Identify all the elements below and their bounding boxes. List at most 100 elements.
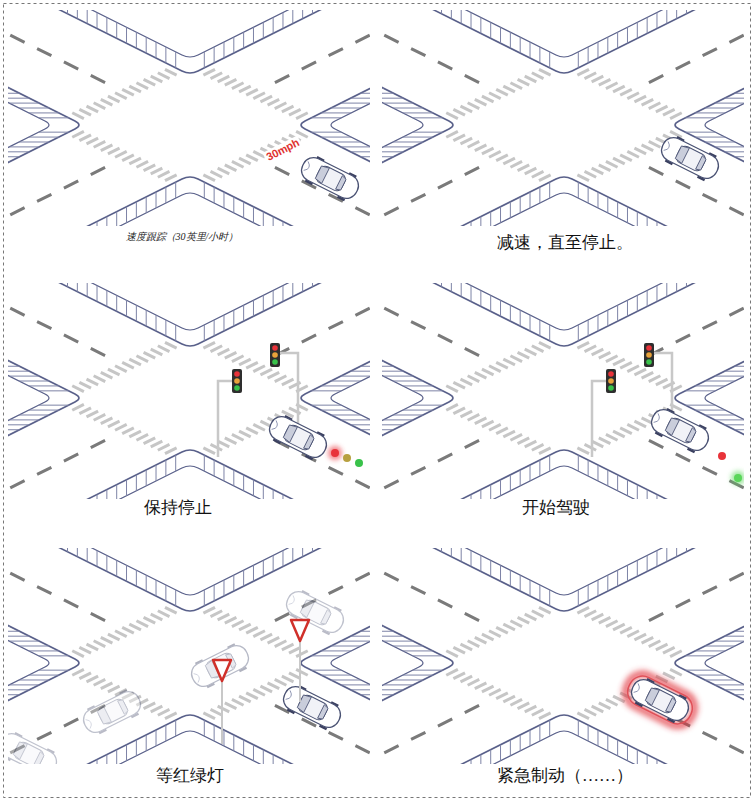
crosswalk-stripe [211, 171, 223, 177]
crosswalk-stripe [468, 679, 480, 685]
crosswalk-stripe [613, 624, 625, 630]
crosswalk-stripe [503, 624, 515, 630]
car-rear-window [696, 156, 707, 172]
crosswalk-stripe [503, 158, 515, 164]
car-cabin [314, 164, 347, 193]
signal-housing [606, 369, 616, 393]
crosswalk-stripe [72, 651, 84, 657]
sidewalk-rung [341, 684, 370, 685]
sidewalk-rung [578, 720, 579, 736]
sidewalk-rung [705, 141, 735, 142]
crosswalk-stripe [518, 352, 530, 358]
crosswalk-stripe [151, 168, 163, 174]
crosswalk-stripe [592, 168, 604, 174]
sidewalk-rung [471, 494, 472, 499]
crosswalk-stripe [165, 342, 177, 348]
signal-lamp [272, 352, 278, 358]
crosswalk-stripe [656, 106, 668, 112]
sidewalk-rung [734, 366, 744, 367]
crosswalk-stripe [144, 438, 156, 444]
crosswalk-stripe [489, 93, 501, 99]
sidewalk-rung [578, 182, 579, 198]
car-hood-line [304, 161, 312, 172]
sidewalk-rung [214, 725, 215, 741]
sidewalk-rung [8, 366, 20, 367]
sidewalk-rung [136, 32, 137, 48]
sidewalk-rung [126, 300, 127, 316]
car-body [298, 154, 362, 202]
crosswalk-stripe [165, 607, 177, 613]
sidewalk-rung [97, 13, 98, 29]
sidewalk-rung [8, 161, 10, 162]
crosswalk-stripe [482, 369, 494, 375]
car-icon [279, 681, 345, 733]
sidewalk-rung [725, 151, 744, 152]
crosswalk-stripe [268, 372, 280, 378]
lane-divider [275, 705, 370, 764]
lane-divider [649, 548, 744, 621]
sidewalk-rung [156, 42, 157, 58]
crosswalk-stripe [275, 679, 287, 685]
sidewalk-rung [321, 675, 351, 676]
sidewalk-rung [19, 108, 49, 109]
sidewalk-rung [223, 315, 224, 331]
sidewalk-rung [136, 740, 137, 756]
crosswalk-stripe [461, 379, 473, 385]
sidewalk-rung [666, 10, 667, 24]
sidewalk-rung [312, 10, 313, 14]
sidewalk-rung [393, 141, 423, 142]
crosswalk-stripe [670, 113, 682, 119]
sidewalk-rung [156, 192, 157, 208]
car-rear-window [34, 752, 45, 764]
crosswalk-stripe [592, 706, 604, 712]
sidewalk-rung [282, 221, 283, 226]
sidewalk-rung [9, 684, 39, 685]
crosswalk-stripe [468, 141, 480, 147]
sidewalk-rung [19, 381, 49, 382]
crosswalk-stripe [446, 669, 458, 675]
sidewalk-rung [617, 305, 618, 321]
sidewalk-rung [165, 47, 166, 63]
sidewalk-rung [549, 455, 550, 471]
crosswalk-stripe [203, 448, 215, 454]
crosswalk-stripe [94, 679, 106, 685]
sidewalk-rung [273, 217, 274, 226]
signal-lamp [608, 378, 614, 384]
sidewalk-rung [520, 735, 521, 751]
sidewalk-rung [403, 385, 433, 386]
sidewalk-rung [695, 410, 725, 411]
sidewalk-rung [106, 490, 107, 499]
sidewalk-rung [214, 585, 215, 601]
crosswalk-stripe [627, 151, 639, 157]
crosswalk-stripe [446, 131, 458, 137]
crosswalk-stripe [620, 362, 632, 368]
crosswalk-stripe [585, 346, 597, 352]
sidewalk-rung [471, 286, 472, 302]
sidewalk-rung [549, 52, 550, 68]
crosswalk-stripe [606, 621, 618, 627]
crosswalk-stripe [634, 148, 646, 154]
crosswalk-stripe [108, 369, 120, 375]
sidewalk-rung [146, 575, 147, 591]
car-windshield [665, 417, 680, 436]
sidewalk-rung [321, 410, 351, 411]
crosswalk-stripe [101, 637, 113, 643]
crosswalk-stripe [525, 349, 537, 355]
sidewalk-rung [156, 580, 157, 596]
crosswalk-stripe [246, 89, 258, 95]
crosswalk-stripe [136, 161, 148, 167]
crosswalk-stripe [518, 703, 530, 709]
crosswalk-stripe [585, 611, 597, 617]
sidewalk-rung [311, 670, 341, 671]
sidewalk-rung [725, 424, 744, 425]
crosswalk-stripe [79, 673, 91, 679]
sidewalk-rung [393, 108, 423, 109]
signal-lamp [272, 345, 278, 351]
indicator-dot [343, 454, 351, 462]
sidewalk-rung [116, 295, 117, 311]
sidewalk-rung [549, 182, 550, 198]
crosswalk-stripe [225, 79, 237, 85]
crosswalk-stripe [670, 131, 682, 137]
sidewalk-rung [530, 42, 531, 58]
crosswalk-stripe [496, 155, 508, 161]
